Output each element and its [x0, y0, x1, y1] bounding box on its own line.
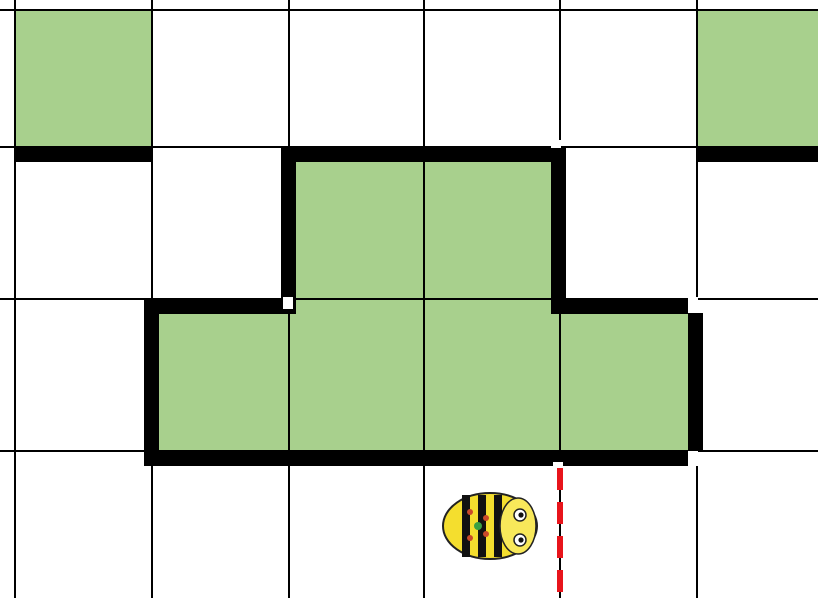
- wall-segment: [144, 299, 159, 466]
- bee-bot-body[interactable]: [443, 493, 537, 559]
- wall-segment: [281, 147, 551, 162]
- green-cell: [15, 10, 152, 147]
- bee-pupil: [518, 512, 523, 517]
- green-cell: [424, 147, 560, 299]
- wall-segment: [697, 147, 818, 162]
- wall-segment: [551, 147, 566, 314]
- wall-segment: [144, 451, 688, 466]
- bee-button[interactable]: [483, 515, 489, 521]
- green-cell: [560, 299, 697, 451]
- bee-go-button[interactable]: [474, 522, 482, 530]
- green-cell: [289, 147, 424, 299]
- green-cell: [289, 299, 424, 451]
- bee-button[interactable]: [467, 509, 473, 515]
- bee-button[interactable]: [467, 535, 473, 541]
- green-cell: [152, 299, 289, 451]
- wall-segment: [688, 313, 703, 451]
- wall-gap: [688, 297, 698, 313]
- wall-segment: [551, 299, 688, 314]
- green-cell: [424, 299, 560, 451]
- wall-gap: [688, 451, 698, 466]
- wall-segment: [15, 147, 152, 162]
- wall-gap: [283, 297, 293, 309]
- green-cell: [697, 10, 818, 147]
- wall-segment: [144, 299, 281, 314]
- bee-bot-icon[interactable]: [443, 493, 537, 559]
- bee-button[interactable]: [483, 531, 489, 537]
- bee-pupil: [518, 537, 523, 542]
- wall-segment: [281, 147, 296, 314]
- bee-stripe: [462, 495, 470, 557]
- wall-gap: [551, 140, 561, 148]
